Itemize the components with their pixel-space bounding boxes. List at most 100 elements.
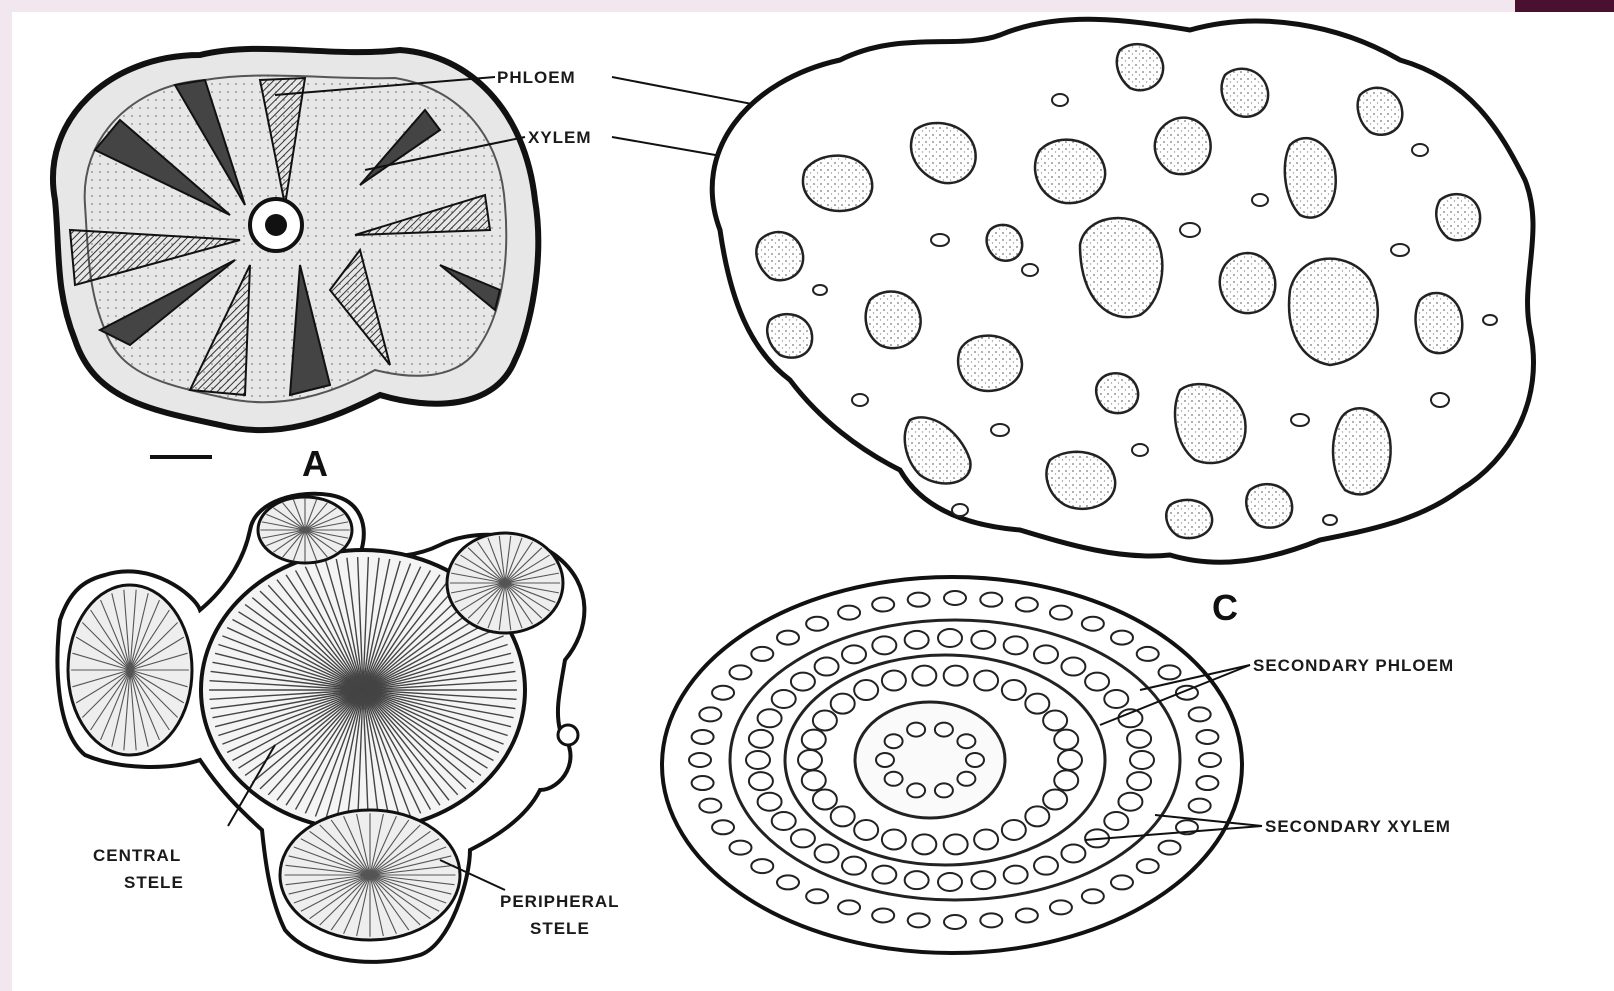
peripheral-stele-label-line2: STELE <box>530 919 590 938</box>
tissue-cell <box>1111 875 1133 889</box>
tissue-cell <box>854 680 878 700</box>
tissue-cell <box>815 658 839 676</box>
tissue-cell <box>1004 866 1028 884</box>
vascular-bundle <box>1035 140 1105 204</box>
tissue-cell <box>842 857 866 875</box>
tissue-cell <box>1034 857 1058 875</box>
xylem-label: XYLEM <box>528 128 592 147</box>
tissue-cell <box>938 873 962 891</box>
small-strand <box>1022 264 1038 276</box>
peripheral-stele-label-line1: PERIPHERAL <box>500 892 620 911</box>
tissue-cell <box>905 871 929 889</box>
tissue-cell <box>806 889 828 903</box>
vascular-bundle <box>1285 138 1336 217</box>
tissue-cell <box>751 859 773 873</box>
tissue-cell <box>1061 844 1085 862</box>
figure-label-a: A <box>302 443 328 484</box>
tissue-cell <box>712 820 734 834</box>
tissue-cell <box>944 915 966 929</box>
tissue-cell <box>1104 812 1128 830</box>
vascular-bundle <box>1220 253 1275 313</box>
tissue-cell <box>831 806 855 826</box>
small-strand <box>1412 144 1428 156</box>
tissue-cell <box>791 673 815 691</box>
vascular-bundle <box>987 225 1023 261</box>
tissue-cell <box>838 900 860 914</box>
corner-accent <box>1515 0 1614 12</box>
tissue-cell <box>908 913 930 927</box>
tissue-cell <box>729 665 751 679</box>
tissue-cell <box>971 631 995 649</box>
vascular-bundle <box>866 292 921 349</box>
tissue-cell <box>882 671 906 691</box>
tissue-cell <box>751 647 773 661</box>
tissue-cell <box>935 723 953 737</box>
tissue-cell <box>907 723 925 737</box>
tissue-cell <box>1034 645 1058 663</box>
tissue-cell <box>772 690 796 708</box>
tissue-cell <box>791 829 815 847</box>
small-bud <box>558 725 578 745</box>
tissue-cell <box>1082 617 1104 631</box>
tissue-cell <box>1016 598 1038 612</box>
tissue-cell <box>935 783 953 797</box>
tissue-cell <box>1127 772 1151 790</box>
tissue-cell <box>905 631 929 649</box>
vascular-bundle <box>1155 118 1211 175</box>
tissue-cell <box>944 834 968 854</box>
tissue-cell <box>1002 680 1026 700</box>
central-stele-label-line1: CENTRAL <box>93 846 181 865</box>
tissue-cell <box>777 875 799 889</box>
small-strand <box>1180 223 1200 237</box>
small-strand <box>813 285 827 295</box>
figure-label-c: C <box>1212 587 1238 628</box>
tissue-cell <box>912 666 936 686</box>
tissue-cell <box>872 866 896 884</box>
tissue-cell <box>876 753 894 767</box>
tissue-cell <box>1025 806 1049 826</box>
tissue-cell <box>806 617 828 631</box>
tissue-cell <box>1085 673 1109 691</box>
tissue-cell <box>907 783 925 797</box>
tissue-cell <box>699 707 721 721</box>
vascular-bundle <box>803 156 872 211</box>
vascular-bundle <box>1046 452 1115 509</box>
small-strand <box>1323 515 1337 525</box>
small-strand <box>1052 94 1068 106</box>
stem-section-a <box>53 49 538 457</box>
vascular-bundle <box>1358 88 1403 135</box>
tissue-cell <box>746 751 770 769</box>
tissue-cell <box>692 776 714 790</box>
tissue-cell <box>957 772 975 786</box>
small-strand <box>1431 393 1449 407</box>
vascular-bundle <box>958 336 1022 391</box>
tissue-cell <box>1004 636 1028 654</box>
tissue-cell <box>1058 750 1082 770</box>
tissue-cell <box>1043 790 1067 810</box>
tissue-cell <box>813 710 837 730</box>
tissue-cell <box>872 636 896 654</box>
tissue-cell <box>966 753 984 767</box>
tissue-cell <box>872 598 894 612</box>
tissue-cell <box>882 829 906 849</box>
small-strand <box>991 424 1009 436</box>
tissue-cell <box>1137 859 1159 873</box>
tissue-cell <box>980 913 1002 927</box>
tissue-cell <box>777 631 799 645</box>
tissue-cell <box>1189 799 1211 813</box>
tissue-cell <box>838 606 860 620</box>
vascular-bundle <box>756 232 803 280</box>
vascular-bundle <box>1416 293 1463 353</box>
tissue-cell <box>699 799 721 813</box>
small-strand <box>1483 315 1497 325</box>
tissue-cell <box>1061 658 1085 676</box>
tissue-cell <box>802 730 826 750</box>
vascular-bundle <box>1222 69 1269 117</box>
tissue-cell <box>1054 770 1078 790</box>
tissue-cell <box>971 871 995 889</box>
tissue-cell <box>944 666 968 686</box>
tissue-cell <box>1189 707 1211 721</box>
tissue-cell <box>813 790 837 810</box>
tissue-cell <box>831 694 855 714</box>
